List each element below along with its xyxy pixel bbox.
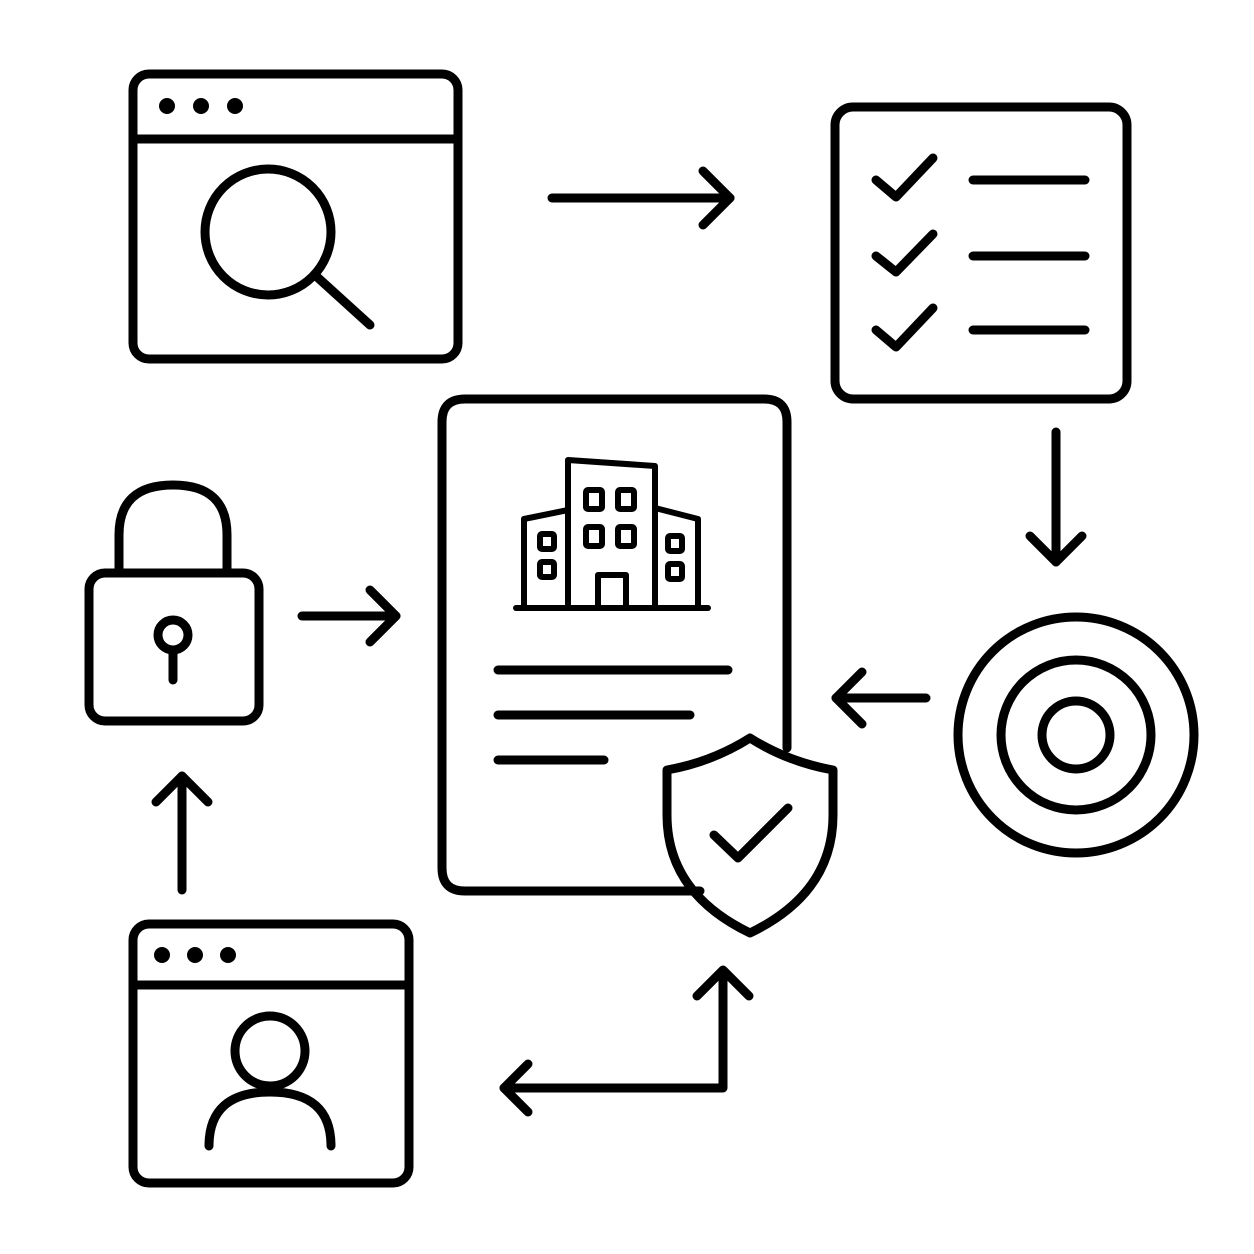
checklist-icon (830, 102, 1132, 404)
shield-check-icon (662, 733, 838, 938)
browser-search-icon (128, 69, 463, 364)
arrow-profile-shield-bidirectional (499, 965, 754, 1117)
padlock-icon (84, 480, 264, 726)
target-icon (953, 612, 1199, 858)
arrow-target-to-document (831, 667, 931, 729)
arrow-profile-to-lock (151, 771, 213, 895)
arrow-checklist-to-target (1025, 427, 1087, 567)
arrow-lock-to-document (297, 585, 401, 647)
building-icon (513, 457, 711, 611)
arrow-search-to-checklist (547, 166, 735, 230)
building-document-icon (437, 394, 792, 896)
browser-user-icon (128, 919, 414, 1188)
